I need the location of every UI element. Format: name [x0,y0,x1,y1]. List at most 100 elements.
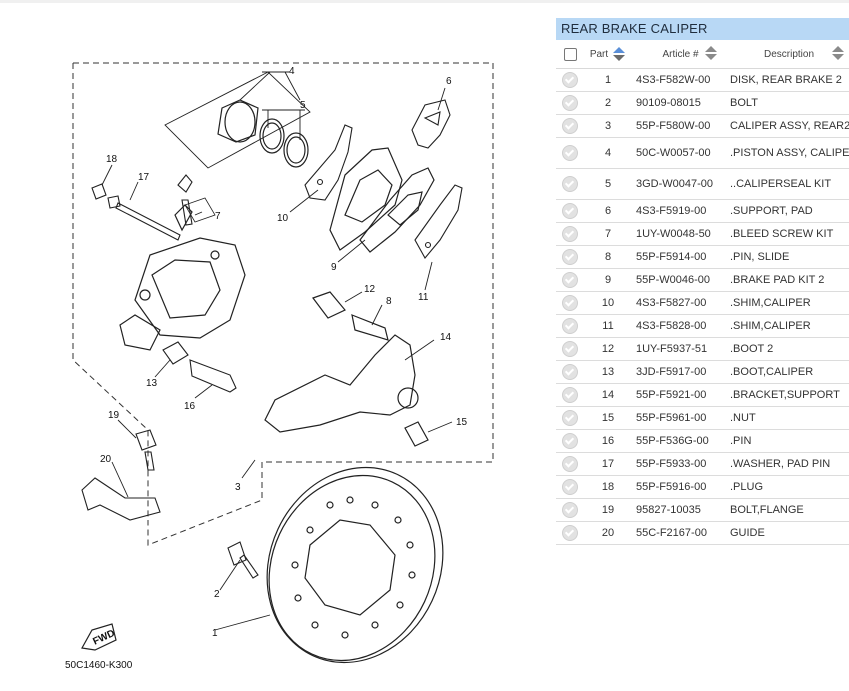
callout-10: 10 [277,213,289,224]
sort-icon[interactable] [704,46,718,60]
callout-labels: 1 2 3 4 5 6 7 8 9 10 11 12 13 14 15 16 1… [100,66,468,639]
check-circle-icon[interactable] [562,95,578,111]
callout-12: 12 [364,284,376,295]
part-description: DISK, REAR BRAKE 2 [726,68,849,92]
row-select-cell[interactable] [556,360,584,384]
article-number[interactable]: 3JD-F5917-00 [632,360,726,384]
callout-6: 6 [446,76,452,87]
article-number[interactable]: 90109-08015 [632,91,726,115]
part-number: 8 [584,245,632,269]
row-select-cell[interactable] [556,452,584,476]
check-circle-icon[interactable] [562,203,578,219]
row-select-cell[interactable] [556,291,584,315]
article-number[interactable]: 55P-F5921-00 [632,383,726,407]
check-circle-icon[interactable] [562,318,578,334]
row-select-cell[interactable] [556,91,584,115]
header-article[interactable]: Article # [632,40,726,69]
article-number[interactable]: 50C-W0057-00 [632,137,726,169]
article-number[interactable]: 55P-F536G-00 [632,429,726,453]
article-number[interactable]: 55C-F2167-00 [632,521,726,545]
row-select-cell[interactable] [556,137,584,169]
check-circle-icon[interactable] [562,410,578,426]
callout-15: 15 [456,417,468,428]
article-number[interactable]: 4S3-F582W-00 [632,68,726,92]
header-part[interactable]: Part [584,40,632,69]
row-select-cell[interactable] [556,383,584,407]
article-number[interactable]: 55P-F5933-00 [632,452,726,476]
check-circle-icon[interactable] [562,433,578,449]
article-number[interactable]: 55P-F5916-00 [632,475,726,499]
row-select-cell[interactable] [556,114,584,138]
check-circle-icon[interactable] [562,502,578,518]
row-select-cell[interactable] [556,268,584,292]
row-select-cell[interactable] [556,429,584,453]
select-all-header [556,40,584,69]
article-number[interactable]: 55P-F580W-00 [632,114,726,138]
check-circle-icon[interactable] [562,249,578,265]
article-number[interactable]: 4S3-F5827-00 [632,291,726,315]
article-number[interactable]: 55P-W0046-00 [632,268,726,292]
row-select-cell[interactable] [556,406,584,430]
check-circle-icon[interactable] [562,456,578,472]
callout-1: 1 [212,628,218,639]
article-number[interactable]: 55P-F5961-00 [632,406,726,430]
callout-14: 14 [440,332,452,343]
check-circle-icon[interactable] [562,295,578,311]
row-select-cell[interactable] [556,222,584,246]
article-number[interactable]: 55P-F5914-00 [632,245,726,269]
check-circle-icon[interactable] [562,72,578,88]
select-all-checkbox[interactable] [563,47,577,61]
article-number[interactable]: 1UY-W0048-50 [632,222,726,246]
row-select-cell[interactable] [556,168,584,200]
check-circle-icon[interactable] [562,525,578,541]
check-circle-icon[interactable] [562,118,578,134]
check-circle-icon[interactable] [562,272,578,288]
sort-icon[interactable] [831,46,845,60]
leader-lines [101,71,453,631]
article-number[interactable]: 4S3-F5828-00 [632,314,726,338]
article-number[interactable]: 4S3-F5919-00 [632,199,726,223]
sort-icon[interactable] [612,47,626,61]
check-circle-icon[interactable] [562,226,578,242]
header-description[interactable]: Description [726,40,849,69]
check-circle-icon[interactable] [562,364,578,380]
part-description: ..CALIPERSEAL KIT [726,168,849,200]
article-number[interactable]: 3GD-W0047-00 [632,168,726,200]
check-circle-icon[interactable] [562,387,578,403]
row-select-cell[interactable] [556,245,584,269]
row-select-cell[interactable] [556,337,584,361]
row-select-cell[interactable] [556,314,584,338]
check-circle-icon[interactable] [562,145,578,161]
article-number[interactable]: 1UY-F5937-51 [632,337,726,361]
row-select-cell[interactable] [556,521,584,545]
check-circle-icon[interactable] [562,479,578,495]
row-select-cell[interactable] [556,475,584,499]
row-select-cell[interactable] [556,498,584,522]
row-select-cell[interactable] [556,68,584,92]
check-circle-icon[interactable] [562,176,578,192]
article-number[interactable]: 95827-10035 [632,498,726,522]
check-circle-icon[interactable] [562,341,578,357]
row-select-cell[interactable] [556,199,584,223]
